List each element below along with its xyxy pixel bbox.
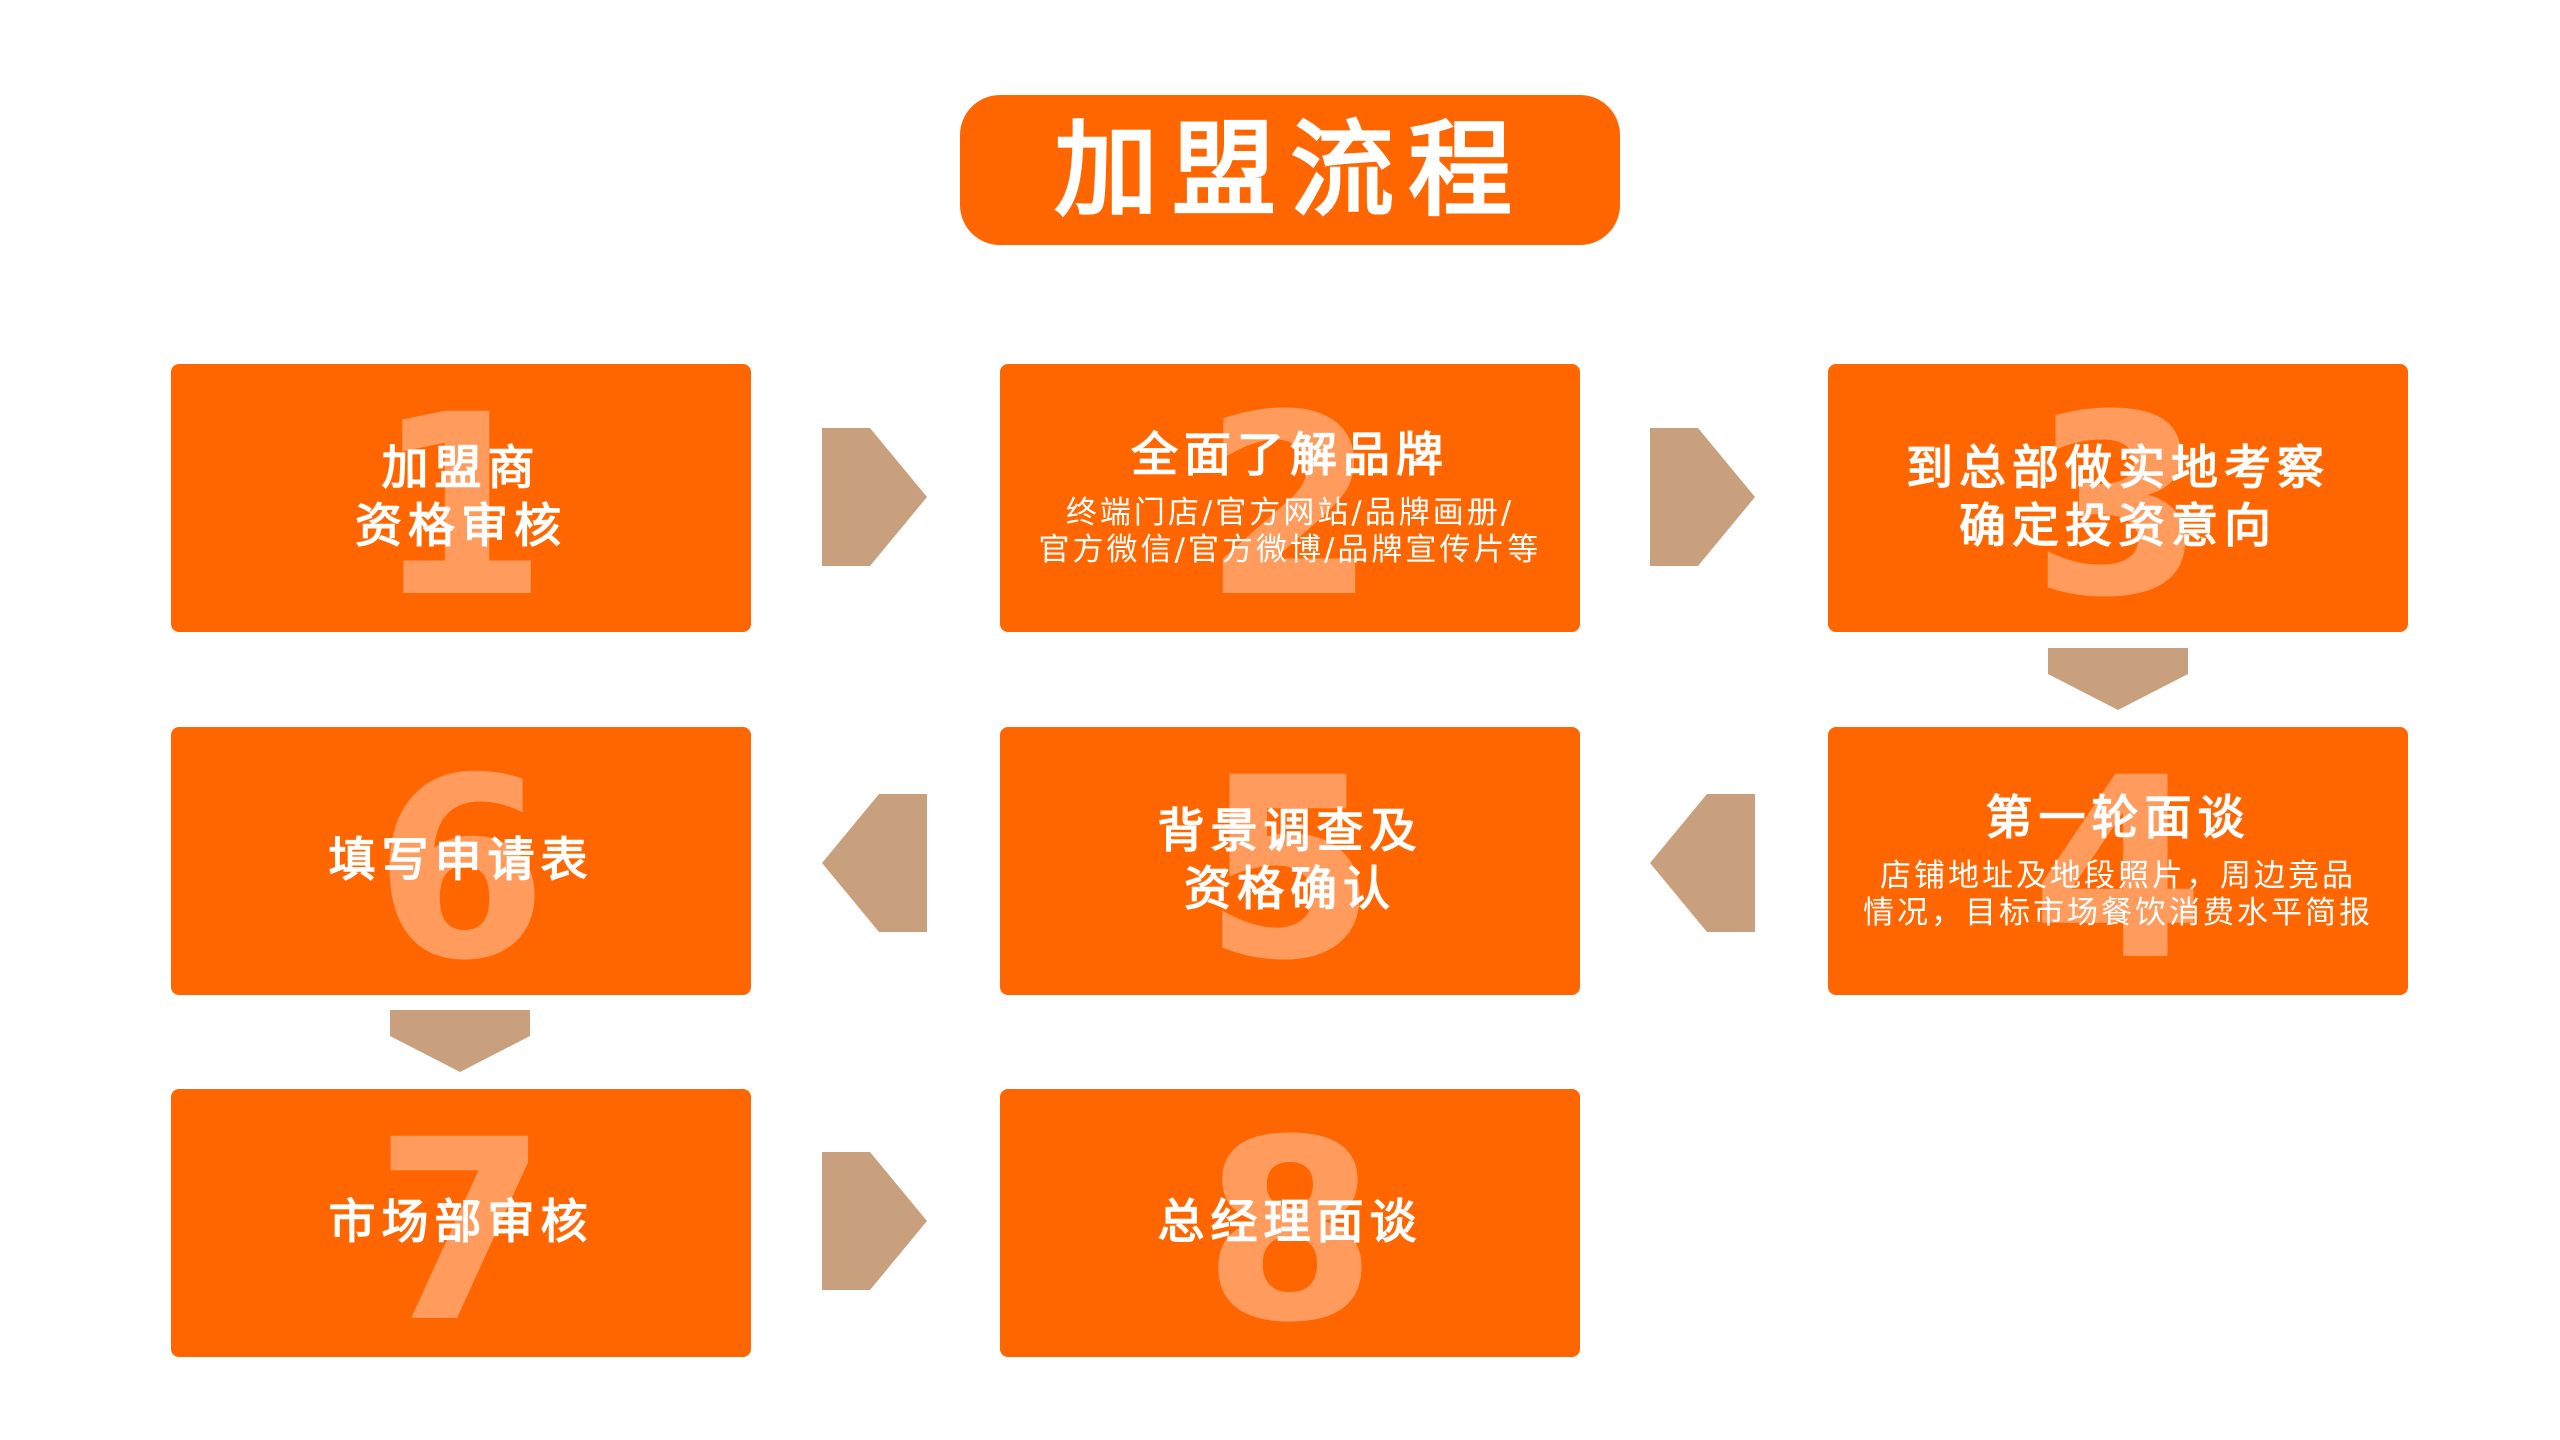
step-8-box: 8 总经理面谈 (1000, 1089, 1580, 1357)
step-4-title: 第一轮面谈 (1985, 791, 2251, 846)
step-7-number: 7 (374, 1089, 548, 1357)
step-7-title: 市场部审核 (328, 1195, 594, 1250)
step-2-sub-line-1: 终端门店/官方网站/品牌画册/ (1065, 495, 1515, 531)
step-1-title-line-2: 资格审核 (355, 499, 567, 554)
step-2-sub-line-2: 官方微信/官方微博/品牌宣传片等 (1038, 532, 1542, 568)
step-4-number: 4 (2031, 727, 2205, 995)
arrow-down-6-to-7 (390, 1010, 530, 1072)
step-5-number: 5 (1203, 727, 1377, 995)
step-3-title-line-1: 到总部做实地考察 (1906, 441, 2330, 496)
arrow-right-1-to-2 (822, 428, 927, 566)
step-2-title: 全面了解品牌 (1131, 428, 1449, 483)
step-5-title-line-1: 背景调查及 (1157, 804, 1423, 859)
page-title: 加盟流程 (1053, 109, 1526, 231)
step-8-title: 总经理面谈 (1157, 1195, 1423, 1250)
step-4-box: 4 第一轮面谈 店铺地址及地段照片，周边竞品 情况，目标市场餐饮消费水平简报 (1828, 727, 2408, 995)
step-8-number: 8 (1203, 1089, 1377, 1357)
step-6-number: 6 (374, 727, 548, 995)
title-banner: 加盟流程 (960, 95, 1620, 245)
step-3-box: 3 到总部做实地考察 确定投资意向 (1828, 364, 2408, 632)
step-5-box: 5 背景调查及 资格确认 (1000, 727, 1580, 995)
step-5-title-line-2: 资格确认 (1184, 862, 1396, 917)
step-4-sub-line-2: 情况，目标市场餐饮消费水平简报 (1863, 895, 2373, 931)
step-1-number: 1 (374, 364, 548, 632)
step-1-title-line-1: 加盟商 (381, 441, 541, 496)
step-3-number: 3 (2031, 364, 2205, 632)
arrow-right-7-to-8 (822, 1152, 927, 1290)
step-2-number: 2 (1203, 364, 1377, 632)
step-6-box: 6 填写申请表 (171, 727, 751, 995)
step-2-box: 2 全面了解品牌 终端门店/官方网站/品牌画册/ 官方微信/官方微博/品牌宣传片… (1000, 364, 1580, 632)
arrow-right-2-to-3 (1650, 428, 1755, 566)
arrow-left-4-to-5 (1650, 794, 1755, 932)
step-3-title-line-2: 确定投资意向 (1959, 499, 2277, 554)
step-1-box: 1 加盟商 资格审核 (171, 364, 751, 632)
step-4-sub-line-1: 店铺地址及地段照片，周边竞品 (1880, 858, 2356, 894)
arrow-down-3-to-4 (2048, 648, 2188, 710)
arrow-left-5-to-6 (822, 794, 927, 932)
step-6-title: 填写申请表 (328, 833, 594, 888)
step-7-box: 7 市场部审核 (171, 1089, 751, 1357)
